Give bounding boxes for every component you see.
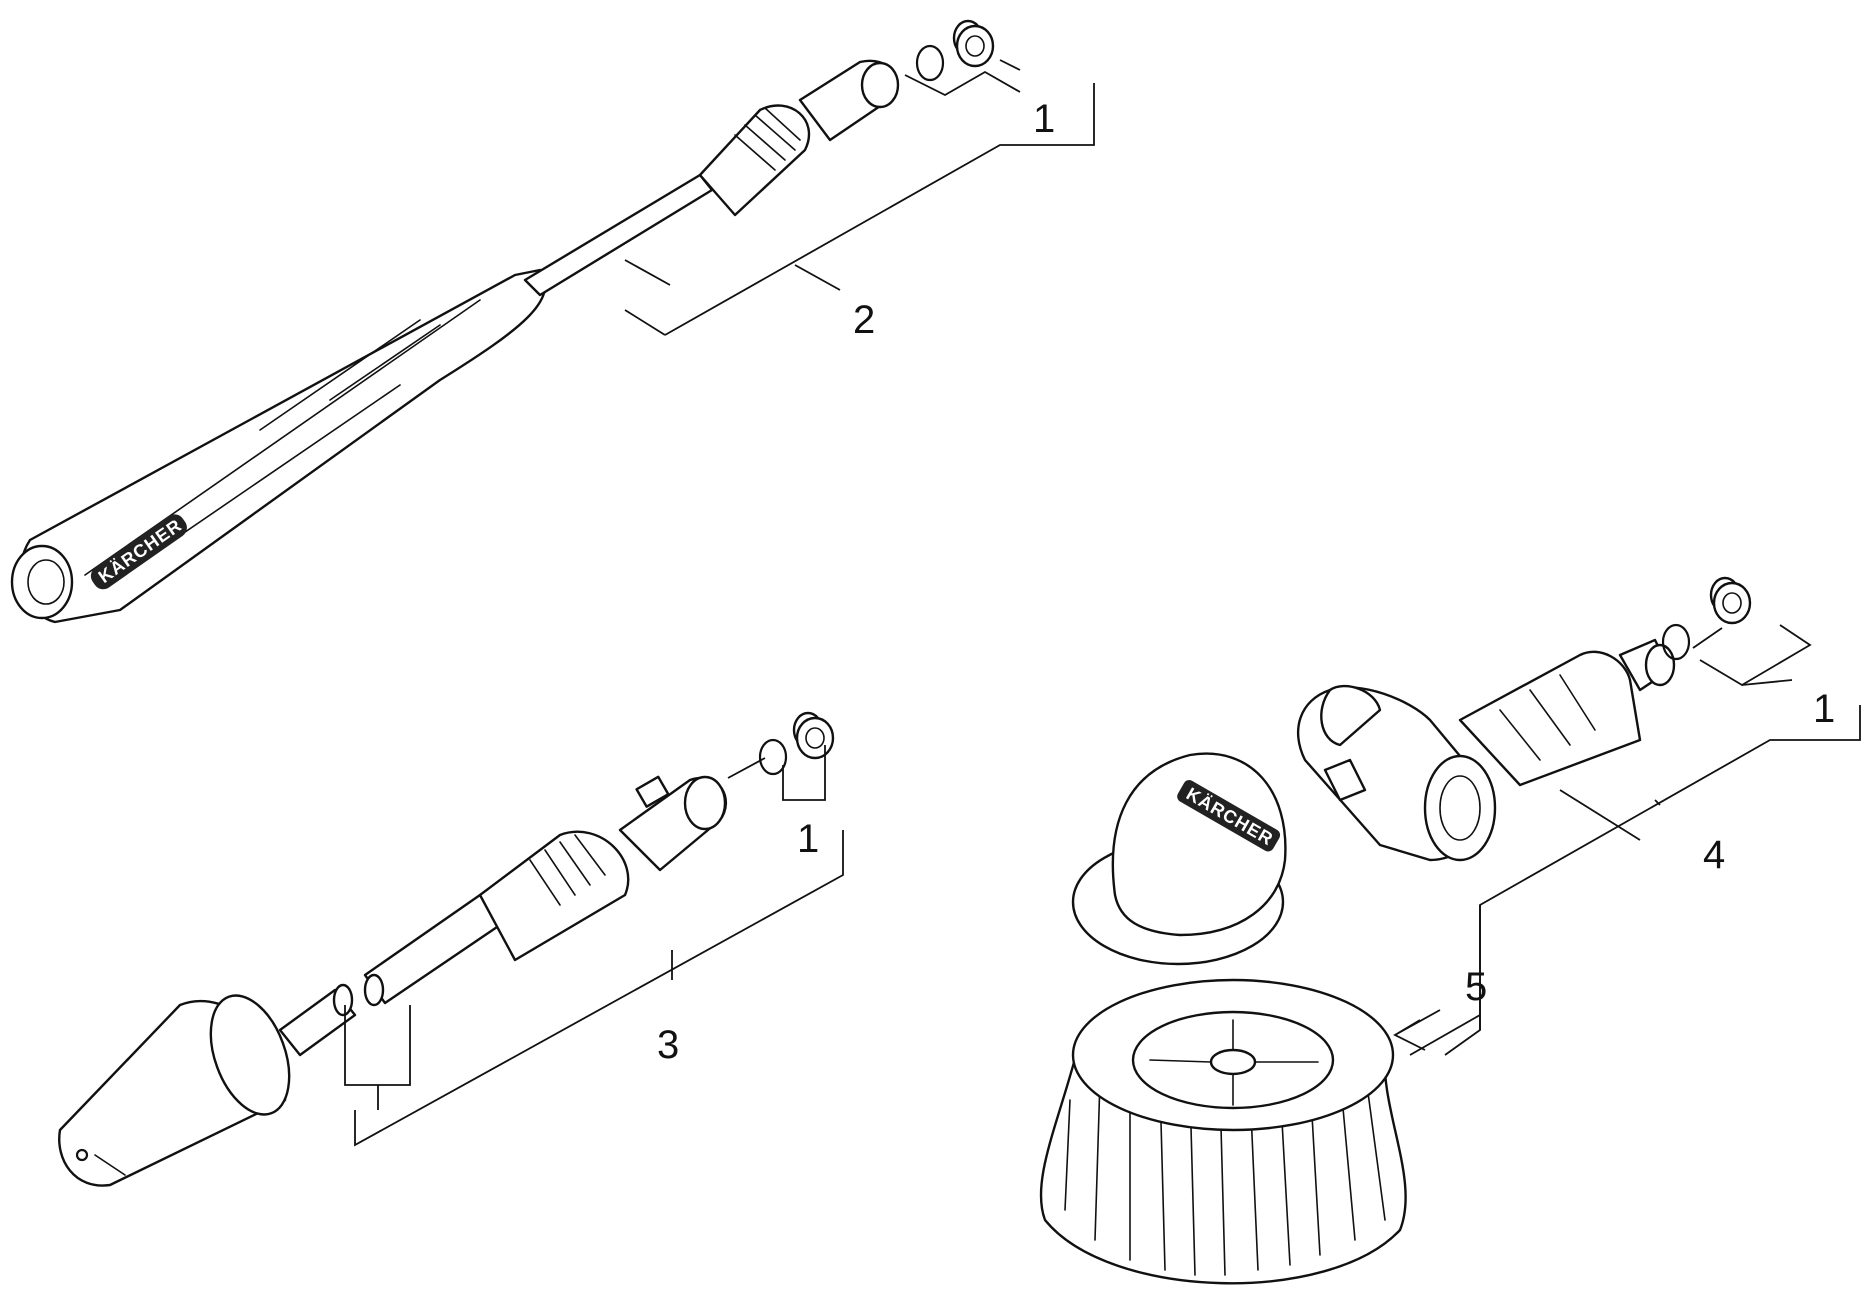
seal-ring-left <box>758 738 788 776</box>
seal-ring-right <box>1661 623 1691 661</box>
rotary-upper-shaft <box>363 893 502 1005</box>
callout-3: 3 <box>657 1023 679 1067</box>
lance-shaft <box>523 173 714 297</box>
callout-labels: 1 2 1 3 1 4 5 <box>657 97 1835 1067</box>
nozzle-insert-right <box>1709 576 1752 625</box>
callout-1-left: 1 <box>797 817 819 861</box>
callout-4: 4 <box>1703 833 1725 877</box>
spray-lance-assembly: KÄRCHER <box>10 19 1095 624</box>
nozzle-insert-left <box>792 711 835 760</box>
seal-ring-top <box>915 44 945 82</box>
callout-5: 5 <box>1465 965 1487 1009</box>
callout-1-top: 1 <box>1033 97 1055 141</box>
wash-brush-assembly: KÄRCHER <box>1039 576 1861 1285</box>
lance-nozzle-face <box>10 544 74 620</box>
callout-2: 2 <box>853 298 875 342</box>
brush-head-dome <box>1111 752 1287 937</box>
rotary-nozzle-assembly <box>58 711 844 1187</box>
callout-1-right: 1 <box>1813 687 1835 731</box>
nozzle-insert-top <box>952 19 995 68</box>
lance-connector <box>698 104 811 217</box>
